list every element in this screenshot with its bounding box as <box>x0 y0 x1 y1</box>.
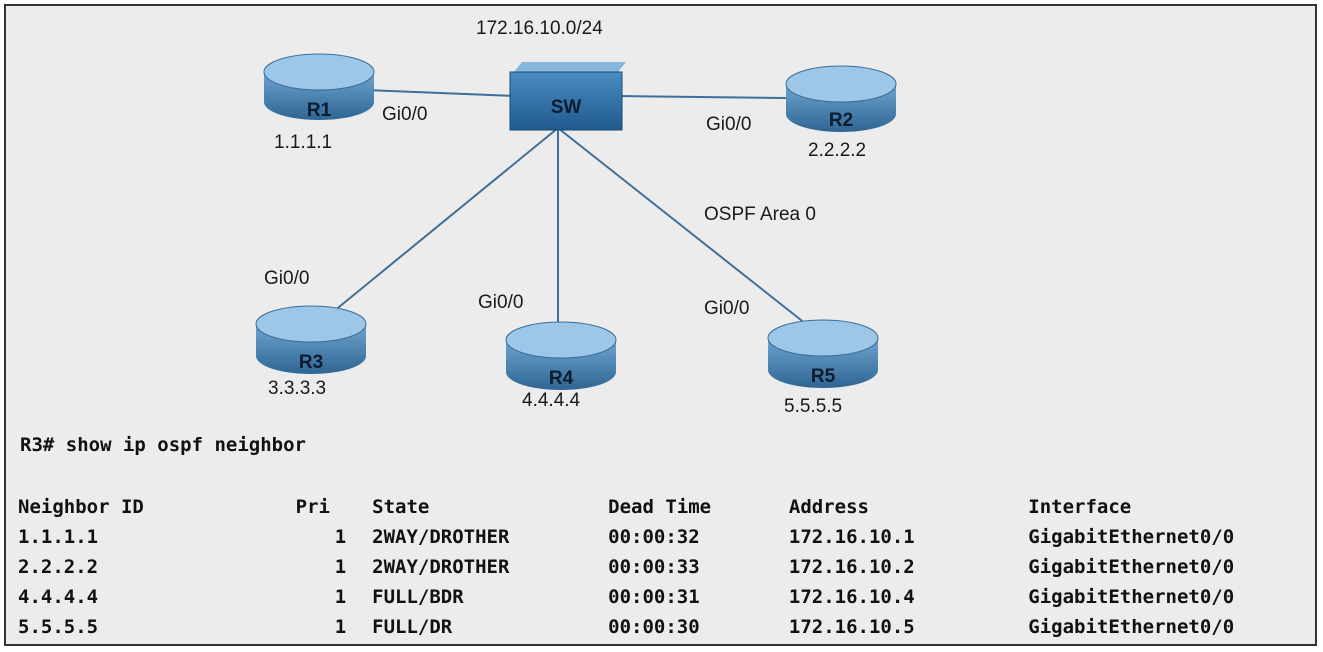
cell-dead-time: 00:00:32 <box>608 526 700 548</box>
r4-interface: Gi0/0 <box>478 292 524 313</box>
r3-interface: Gi0/0 <box>264 268 310 289</box>
svg-text:R5: R5 <box>811 366 836 387</box>
area-label: OSPF Area 0 <box>704 204 816 225</box>
table-row: 2.2.2.2 1 2WAY/DROTHER 00:00:33 172.16.1… <box>18 552 1315 582</box>
cell-neighbor-id: 1.1.1.1 <box>18 526 99 548</box>
header-state: State <box>372 496 430 518</box>
router-r3: R3 <box>255 305 367 374</box>
cell-neighbor-id: 2.2.2.2 <box>18 556 99 578</box>
cell-address: 172.16.10.2 <box>788 556 915 578</box>
subnet-label: 172.16.10.0/24 <box>476 18 603 39</box>
cell-address: 172.16.10.1 <box>788 526 915 548</box>
router-r4: R4 <box>505 321 617 390</box>
cell-pri: 1 <box>334 526 347 548</box>
link-sw-r3 <box>327 127 559 317</box>
r1-interface: Gi0/0 <box>382 104 428 125</box>
switch-sw: SW <box>509 62 626 131</box>
cell-dead-time: 00:00:30 <box>608 616 700 638</box>
r3-ip: 3.3.3.3 <box>268 378 327 399</box>
r2-interface: Gi0/0 <box>706 114 752 135</box>
network-topology: SW R1 R2 R3 R4 R5 <box>255 53 897 390</box>
cell-pri: 1 <box>334 586 347 608</box>
router-r5: R5 <box>767 319 879 388</box>
cell-state: FULL/BDR <box>372 586 464 608</box>
cell-pri: 1 <box>334 556 347 578</box>
ospf-neighbor-table: Neighbor ID Pri State Dead Time Address … <box>18 492 1315 642</box>
r2-ip: 2.2.2.2 <box>808 140 867 161</box>
cell-interface: GigabitEthernet0/0 <box>1028 586 1235 608</box>
router-r2: R2 <box>785 65 897 132</box>
cell-state: 2WAY/DROTHER <box>372 526 510 548</box>
cell-address: 172.16.10.4 <box>788 586 915 608</box>
header-pri: Pri <box>295 496 330 518</box>
table-header-row: Neighbor ID Pri State Dead Time Address … <box>18 492 1315 522</box>
cell-dead-time: 00:00:31 <box>608 586 700 608</box>
table-row: 5.5.5.5 1 FULL/DR 00:00:30 172.16.10.5 G… <box>18 612 1315 642</box>
r5-interface: Gi0/0 <box>704 298 750 319</box>
header-address: Address <box>788 496 869 518</box>
header-dead-time: Dead Time <box>608 496 712 518</box>
r5-ip: 5.5.5.5 <box>784 396 843 417</box>
cell-pri: 1 <box>334 616 347 638</box>
cell-state: FULL/DR <box>372 616 453 638</box>
r4-ip: 4.4.4.4 <box>522 390 581 411</box>
link-sw-r2 <box>617 95 787 99</box>
cell-state: 2WAY/DROTHER <box>372 556 510 578</box>
link-sw-r5 <box>557 127 807 325</box>
link-r1-sw <box>365 89 515 97</box>
svg-text:R2: R2 <box>829 110 853 131</box>
svg-text:R3: R3 <box>299 352 323 373</box>
header-neighbor-id: Neighbor ID <box>18 496 144 518</box>
cell-address: 172.16.10.5 <box>788 616 915 638</box>
table-row: 1.1.1.1 1 2WAY/DROTHER 00:00:32 172.16.1… <box>18 522 1315 552</box>
svg-text:R4: R4 <box>549 368 574 389</box>
table-row: 4.4.4.4 1 FULL/BDR 00:00:31 172.16.10.4 … <box>18 582 1315 612</box>
cell-interface: GigabitEthernet0/0 <box>1028 526 1235 548</box>
switch-label: SW <box>551 97 582 118</box>
svg-text:R1: R1 <box>307 100 332 121</box>
cli-command: R3# show ip ospf neighbor <box>20 434 306 456</box>
cell-interface: GigabitEthernet0/0 <box>1028 616 1235 638</box>
cell-interface: GigabitEthernet0/0 <box>1028 556 1235 578</box>
cell-neighbor-id: 5.5.5.5 <box>18 616 99 638</box>
router-r1: R1 <box>263 53 375 121</box>
diagram-frame: SW R1 R2 R3 R4 R5 172.16.10.0/24 <box>4 4 1317 646</box>
cell-neighbor-id: 4.4.4.4 <box>18 586 99 608</box>
header-interface: Interface <box>1028 496 1132 518</box>
cell-dead-time: 00:00:33 <box>608 556 700 578</box>
r1-ip: 1.1.1.1 <box>274 132 333 153</box>
